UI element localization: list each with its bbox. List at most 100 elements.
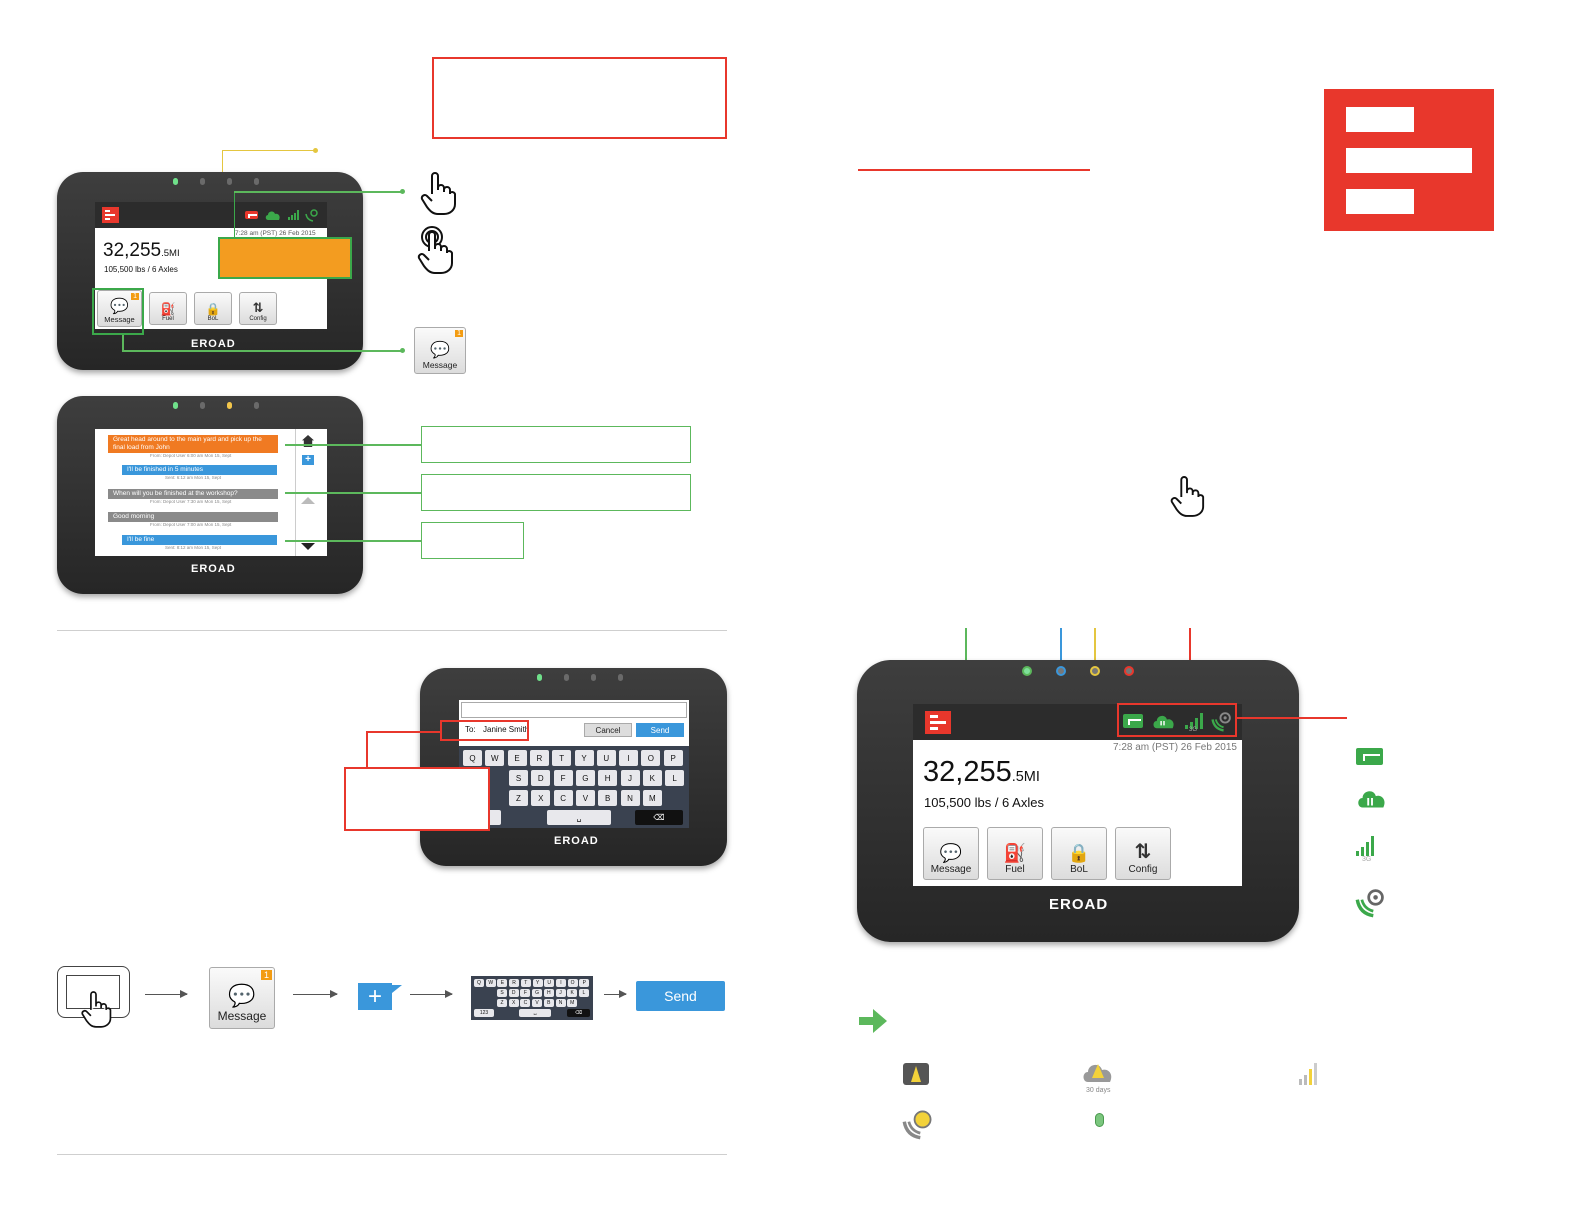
cancel-button[interactable]: Cancel xyxy=(584,723,632,737)
led-line-blue-v xyxy=(1060,628,1062,670)
config-tile[interactable]: ⇅ Config xyxy=(239,292,277,325)
device-large: 3G 7:28 am (PST) 26 Feb 2015 32,255.5MI … xyxy=(857,660,1299,942)
keyboard: QWERTYUIOPSDFGHJKLZXCVBNM3␣⌫ xyxy=(459,746,689,828)
fuel-tile-large[interactable]: ⛽ Fuel xyxy=(987,827,1043,880)
flow-plus-icon: + xyxy=(358,983,392,1010)
key-x[interactable]: X xyxy=(531,790,551,806)
key-s[interactable]: S xyxy=(509,770,528,786)
key-u[interactable]: U xyxy=(596,750,616,766)
key-v[interactable]: V xyxy=(575,790,595,806)
key-o[interactable]: O xyxy=(641,750,661,766)
key-e[interactable]: E xyxy=(507,750,527,766)
legend-cloud-icon xyxy=(1358,791,1385,808)
weight-axles-large: 105,500 lbs / 6 Axles xyxy=(924,795,1044,810)
weight-axles: 105,500 lbs / 6 Axles xyxy=(104,265,178,274)
key-l[interactable]: L xyxy=(665,770,685,786)
flow-send-button: Send xyxy=(636,981,725,1011)
key-g[interactable]: G xyxy=(575,770,595,786)
key-t[interactable]: T xyxy=(552,750,572,766)
message-item-4[interactable]: Good morning xyxy=(108,512,278,522)
message-badge: 1 xyxy=(455,330,463,337)
scroll-up-icon[interactable] xyxy=(301,497,315,504)
key-d[interactable]: D xyxy=(531,770,551,786)
key-n[interactable]: N xyxy=(620,790,640,806)
speech-bubbles-icon: 💬 xyxy=(110,298,129,315)
flow-key-z: Z xyxy=(497,999,507,1007)
flow-key-v: V xyxy=(532,999,543,1007)
touch-callout-line xyxy=(234,191,402,193)
key-b[interactable]: B xyxy=(598,790,618,806)
flow-key-space: ␣ xyxy=(519,1009,551,1017)
message-item-5[interactable]: I'll be fine xyxy=(122,535,277,545)
new-message-plus-icon[interactable]: + xyxy=(302,455,314,465)
bol-tile[interactable]: 🔒 BoL xyxy=(194,292,232,325)
flow-key-m: M xyxy=(567,999,578,1007)
key-space[interactable]: ␣ xyxy=(547,810,611,825)
section-divider-2 xyxy=(57,1154,727,1155)
key-q[interactable]: Q xyxy=(463,750,482,766)
key-h[interactable]: H xyxy=(598,770,618,786)
message-tile[interactable]: 1 💬 Message xyxy=(97,290,142,327)
timestamp: 7:28 am (PST) 26 Feb 2015 xyxy=(235,230,316,237)
led-green-large xyxy=(1022,666,1032,676)
message-item-3[interactable]: When will you be finished at the worksho… xyxy=(108,489,278,499)
flow-key-c: C xyxy=(520,999,531,1007)
callout-received-message xyxy=(421,426,691,463)
gps-icon-large xyxy=(1211,712,1231,732)
led-3 xyxy=(227,178,232,185)
timestamp-large: 7:28 am (PST) 26 Feb 2015 xyxy=(1113,742,1237,753)
flow-message-badge: 1 xyxy=(260,970,272,980)
send-button[interactable]: Send xyxy=(636,723,684,737)
message-item-1[interactable]: Great head around to the main yard and p… xyxy=(108,435,278,453)
led-callout-line-h xyxy=(222,150,315,151)
key-z[interactable]: Z xyxy=(509,790,528,806)
flow-key-k: K xyxy=(567,989,578,997)
fuel-tile[interactable]: ⛽ Fuel xyxy=(149,292,187,325)
flow-arrow-3 xyxy=(410,990,453,998)
key-p[interactable]: P xyxy=(663,750,683,766)
key-w[interactable]: W xyxy=(485,750,505,766)
config-tile-large[interactable]: ⇅ Config xyxy=(1115,827,1171,880)
message-callout-h xyxy=(122,350,402,352)
message-meta-2: Sent: 6:12 am Mon 15, Sept xyxy=(165,475,222,480)
led-4 xyxy=(254,178,259,185)
key-f[interactable]: F xyxy=(553,770,573,786)
flow-key-e: E xyxy=(497,979,508,987)
scroll-down-icon[interactable] xyxy=(301,543,315,550)
warning-gps-icon xyxy=(902,1108,934,1145)
speech-bubbles-icon: 💬 xyxy=(228,983,256,1008)
green-led-icon xyxy=(1095,1113,1104,1127)
message-tile-large[interactable]: 💬 Message xyxy=(923,827,979,880)
section-divider-1 xyxy=(57,630,727,631)
recipient-field[interactable]: Janine Smith xyxy=(483,725,530,734)
fuel-pump-icon: ⛽ xyxy=(160,302,176,316)
key-c[interactable]: C xyxy=(553,790,573,806)
flow-plus-tail xyxy=(392,985,402,993)
message-meta-5: Sent: 8:12 am Mon 15, Sept xyxy=(165,545,222,550)
message-item-2[interactable]: I'll be finished in 5 minutes xyxy=(122,465,277,475)
key-m[interactable]: M xyxy=(642,790,662,806)
speech-bubbles-icon: 💬 xyxy=(939,843,963,863)
key-i[interactable]: I xyxy=(619,750,639,766)
flow-key-w: W xyxy=(485,979,496,987)
flow-key-g: G xyxy=(532,989,543,997)
flow-key-b: B xyxy=(543,999,554,1007)
lock-crane-icon: 🔒 xyxy=(205,302,221,316)
status-highlight xyxy=(234,191,235,237)
key-icon xyxy=(245,211,258,219)
key-r[interactable]: R xyxy=(529,750,549,766)
led-line-red-v xyxy=(1189,628,1191,670)
key-backspace[interactable]: ⌫ xyxy=(635,810,683,825)
key-k[interactable]: K xyxy=(642,770,662,786)
key-j[interactable]: J xyxy=(620,770,640,786)
legend-key-icon xyxy=(1356,748,1383,765)
to-label: To: xyxy=(465,725,476,734)
flow-key-i: I xyxy=(555,979,566,987)
message-body-input[interactable] xyxy=(461,702,687,718)
key-y[interactable]: Y xyxy=(574,750,594,766)
tap-hand-icon-right xyxy=(1170,476,1205,517)
flow-key-backspace: ⌫ xyxy=(567,1009,590,1017)
eroad-logo-mini xyxy=(102,207,119,223)
bol-tile-large[interactable]: 🔒 BoL xyxy=(1051,827,1107,880)
